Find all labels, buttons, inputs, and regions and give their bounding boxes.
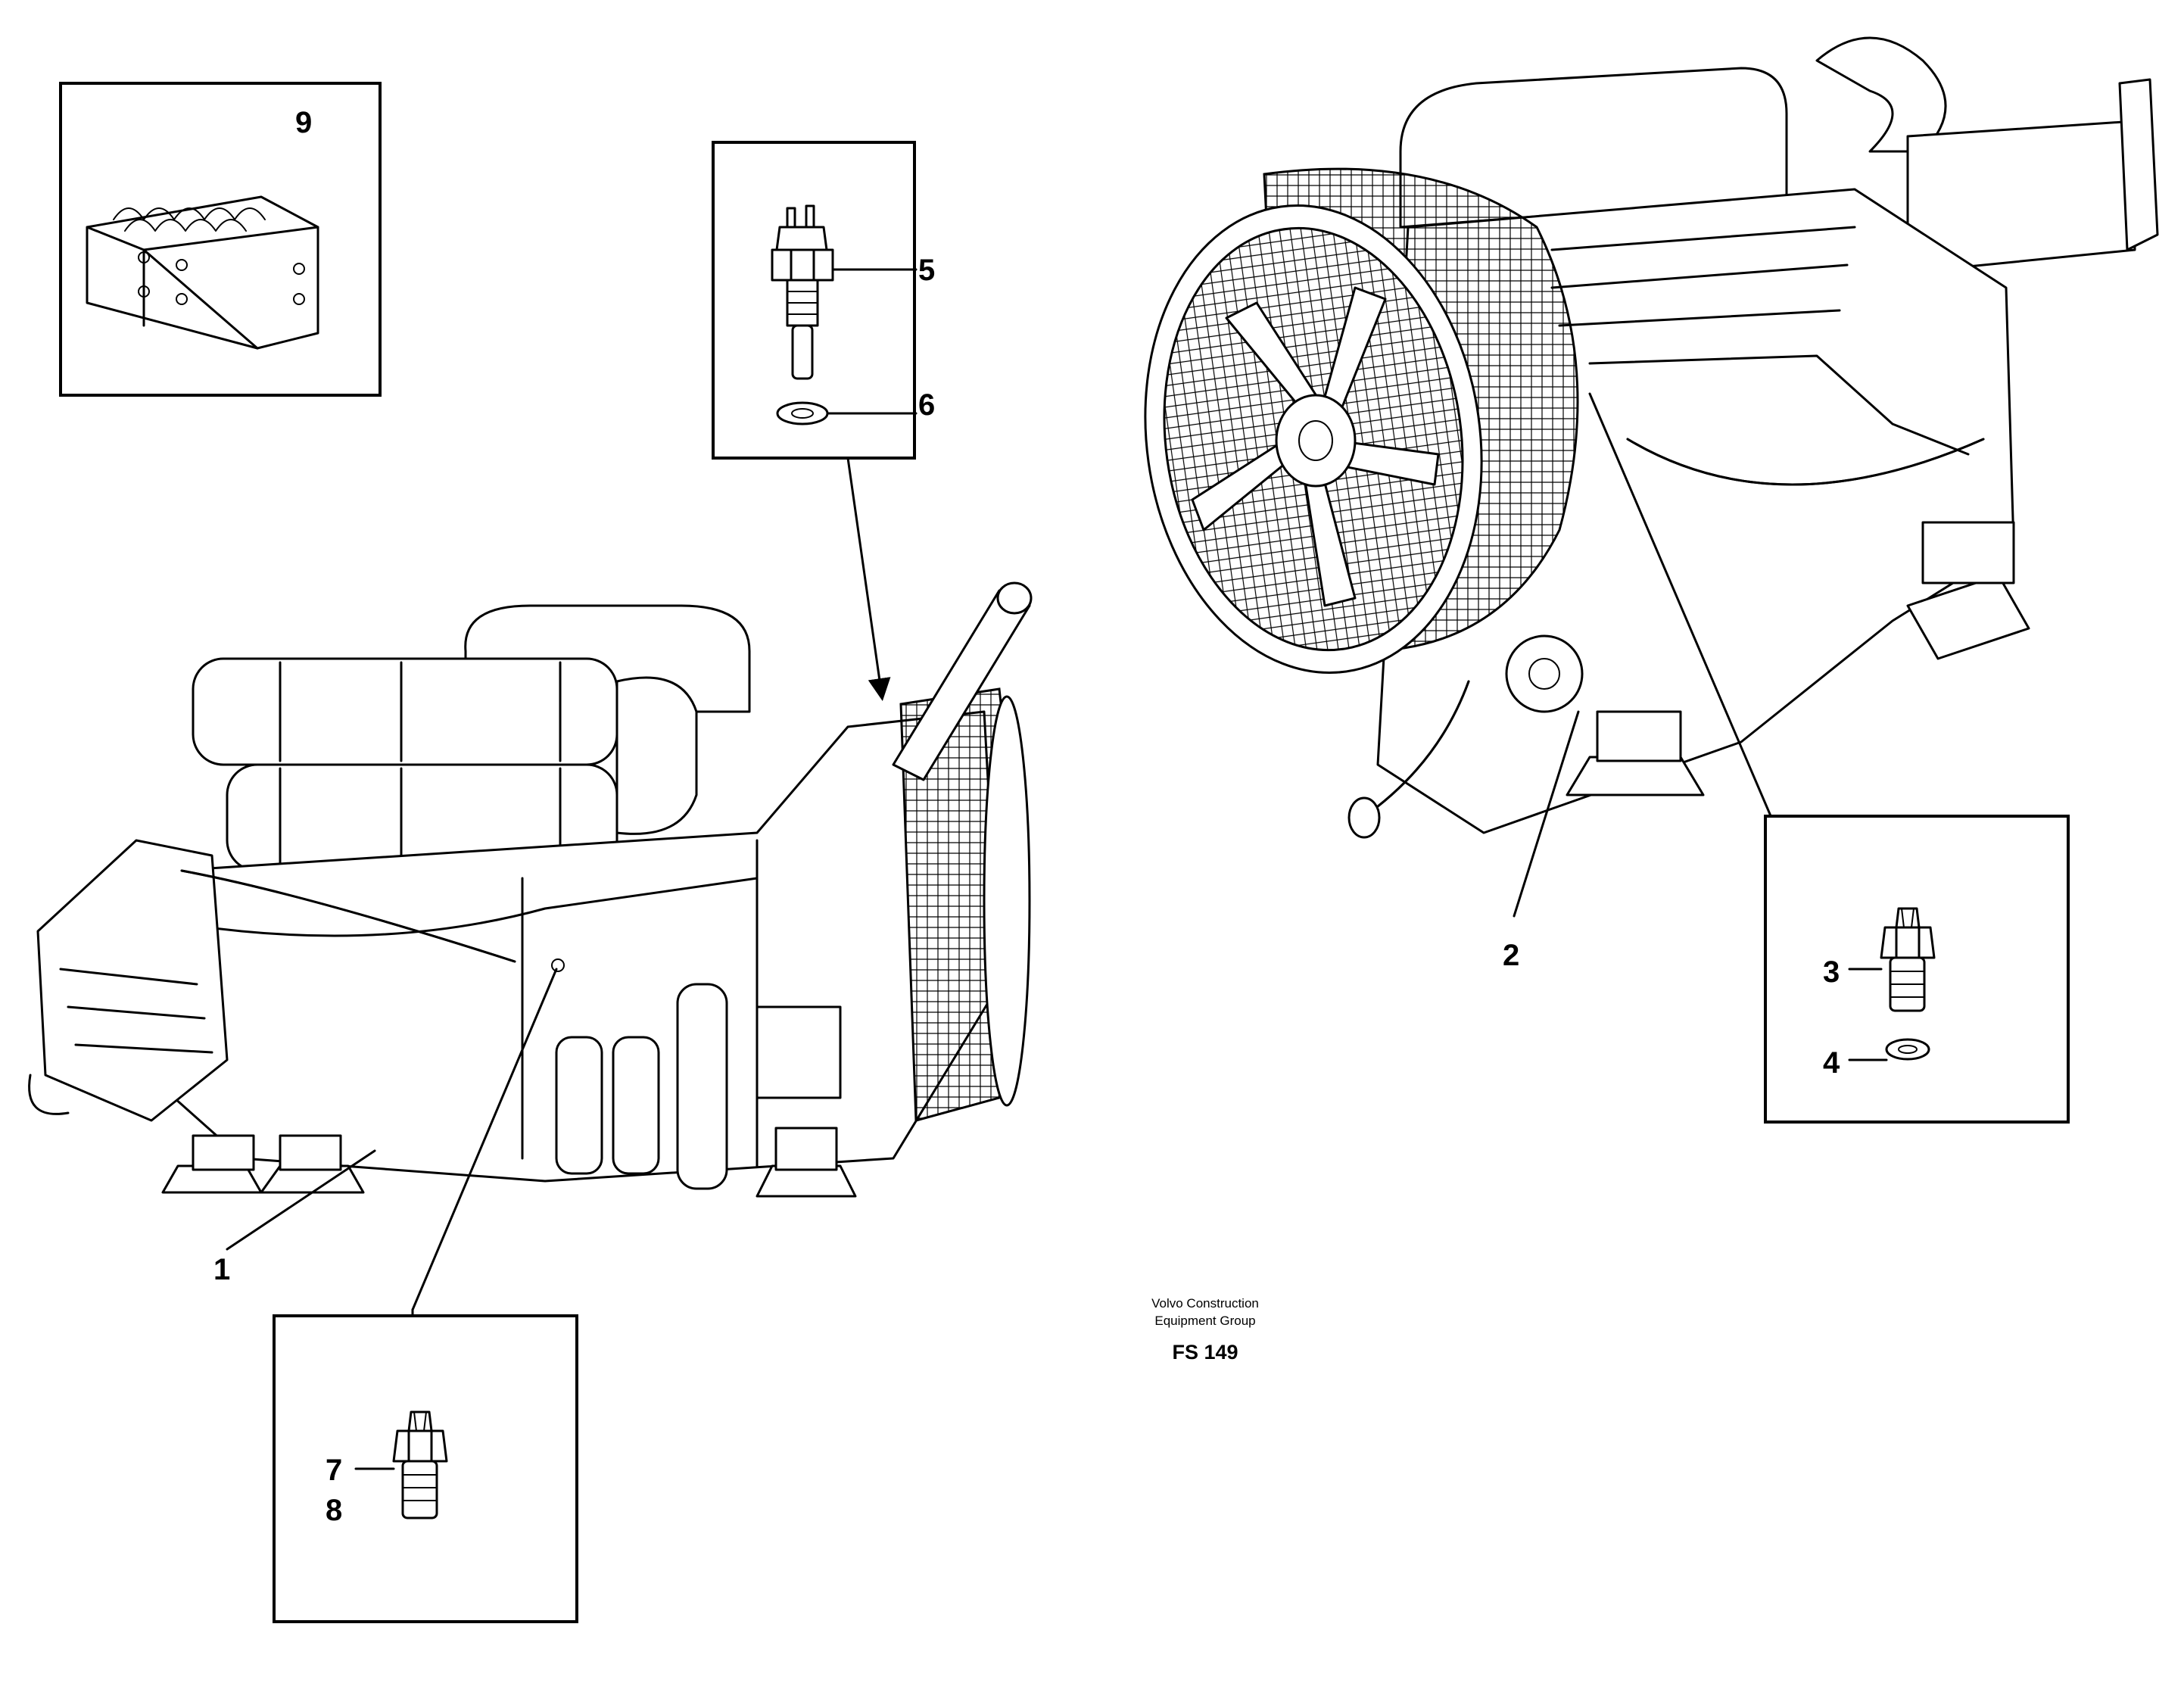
callout-4: 4 bbox=[1823, 1046, 1840, 1080]
inset-temperature-sensor: 5 6 bbox=[712, 141, 935, 460]
temperature-sensor-drawing bbox=[771, 204, 918, 425]
engine-front-view bbox=[1144, 36, 2159, 918]
pressure-sensor-drawing bbox=[1848, 907, 1936, 1061]
engine-side-view bbox=[28, 581, 1033, 1311]
callout-7: 7 bbox=[326, 1454, 342, 1487]
credit-line-2: Equipment Group bbox=[1154, 1314, 1255, 1328]
callout-1: 1 bbox=[213, 1253, 230, 1286]
callout-6: 6 bbox=[918, 388, 935, 422]
publisher-credit: Volvo Construction Equipment Group FS 14… bbox=[1151, 1296, 1259, 1364]
inset-connector-block: 9 bbox=[59, 82, 382, 397]
callout-9: 9 bbox=[295, 106, 312, 139]
callout-8: 8 bbox=[326, 1494, 342, 1527]
arrow-sensor-to-engine bbox=[846, 457, 891, 701]
inset-oil-pressure-sensor: 7 8 bbox=[273, 1314, 578, 1623]
callout-2: 2 bbox=[1503, 939, 1519, 972]
oil-pressure-sensor-drawing bbox=[354, 1410, 448, 1519]
callout-5: 5 bbox=[918, 254, 935, 287]
callout-3: 3 bbox=[1823, 955, 1840, 989]
inset-pressure-sensor: 3 4 bbox=[1764, 815, 2070, 1124]
figure-code: FS 149 bbox=[1172, 1341, 1238, 1364]
credit-line-1: Volvo Construction bbox=[1151, 1296, 1259, 1311]
connector-block-drawing bbox=[86, 195, 319, 350]
